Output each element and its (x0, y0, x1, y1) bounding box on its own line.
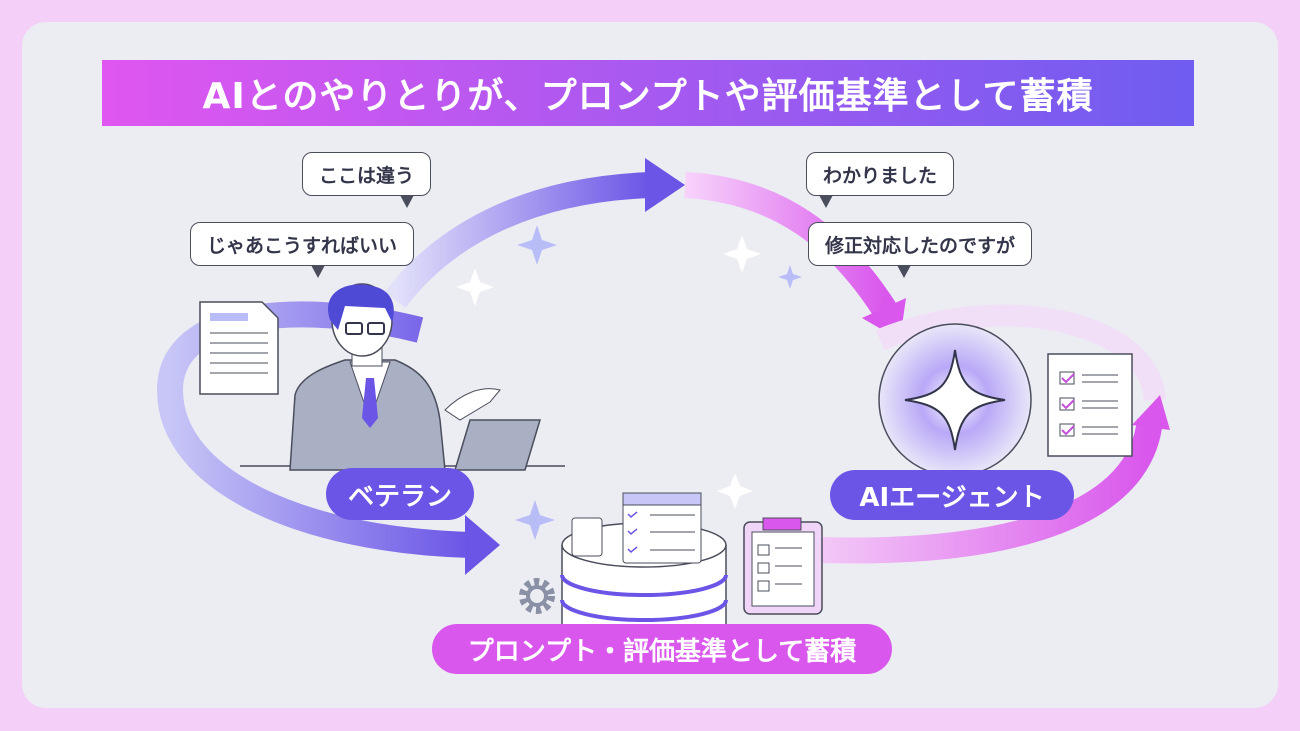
arrow-down-to-agent (684, 172, 896, 318)
arrow-right-loop (819, 418, 1163, 564)
arrow-left-loop (156, 301, 471, 558)
gear-icon (519, 578, 555, 614)
storage-label: プロンプト・評価基準として蓄積 (432, 624, 892, 674)
speech-bubble-agent-1: わかりました (806, 152, 955, 208)
document-icon (199, 301, 279, 395)
speech-bubble-agent-2: 修正対応したのですが (808, 222, 1033, 278)
speech-bubble-veteran-2: じゃあこうすればいい (190, 222, 415, 278)
veteran-label: ベテラン (326, 468, 474, 520)
arrow-head-right (1132, 395, 1170, 430)
checklist-icon (1047, 353, 1133, 457)
ai-agent-orb (878, 323, 1032, 477)
arrow-head-top (645, 158, 685, 212)
page-title: AIとのやりとりが、プロンプトや評価基準として蓄積 (102, 60, 1194, 126)
arrow-head-left (465, 515, 500, 575)
arrow-top (384, 172, 651, 308)
ai-agent-label: AIエージェント (830, 470, 1074, 520)
veteran-person-illustration (240, 283, 565, 471)
database-illustration (560, 492, 728, 646)
clipboard-icon (743, 517, 823, 615)
sparkle-icons (456, 235, 761, 509)
speech-bubble-veteran-1: ここは違う (302, 152, 432, 208)
sparkle-icon (904, 349, 1006, 451)
